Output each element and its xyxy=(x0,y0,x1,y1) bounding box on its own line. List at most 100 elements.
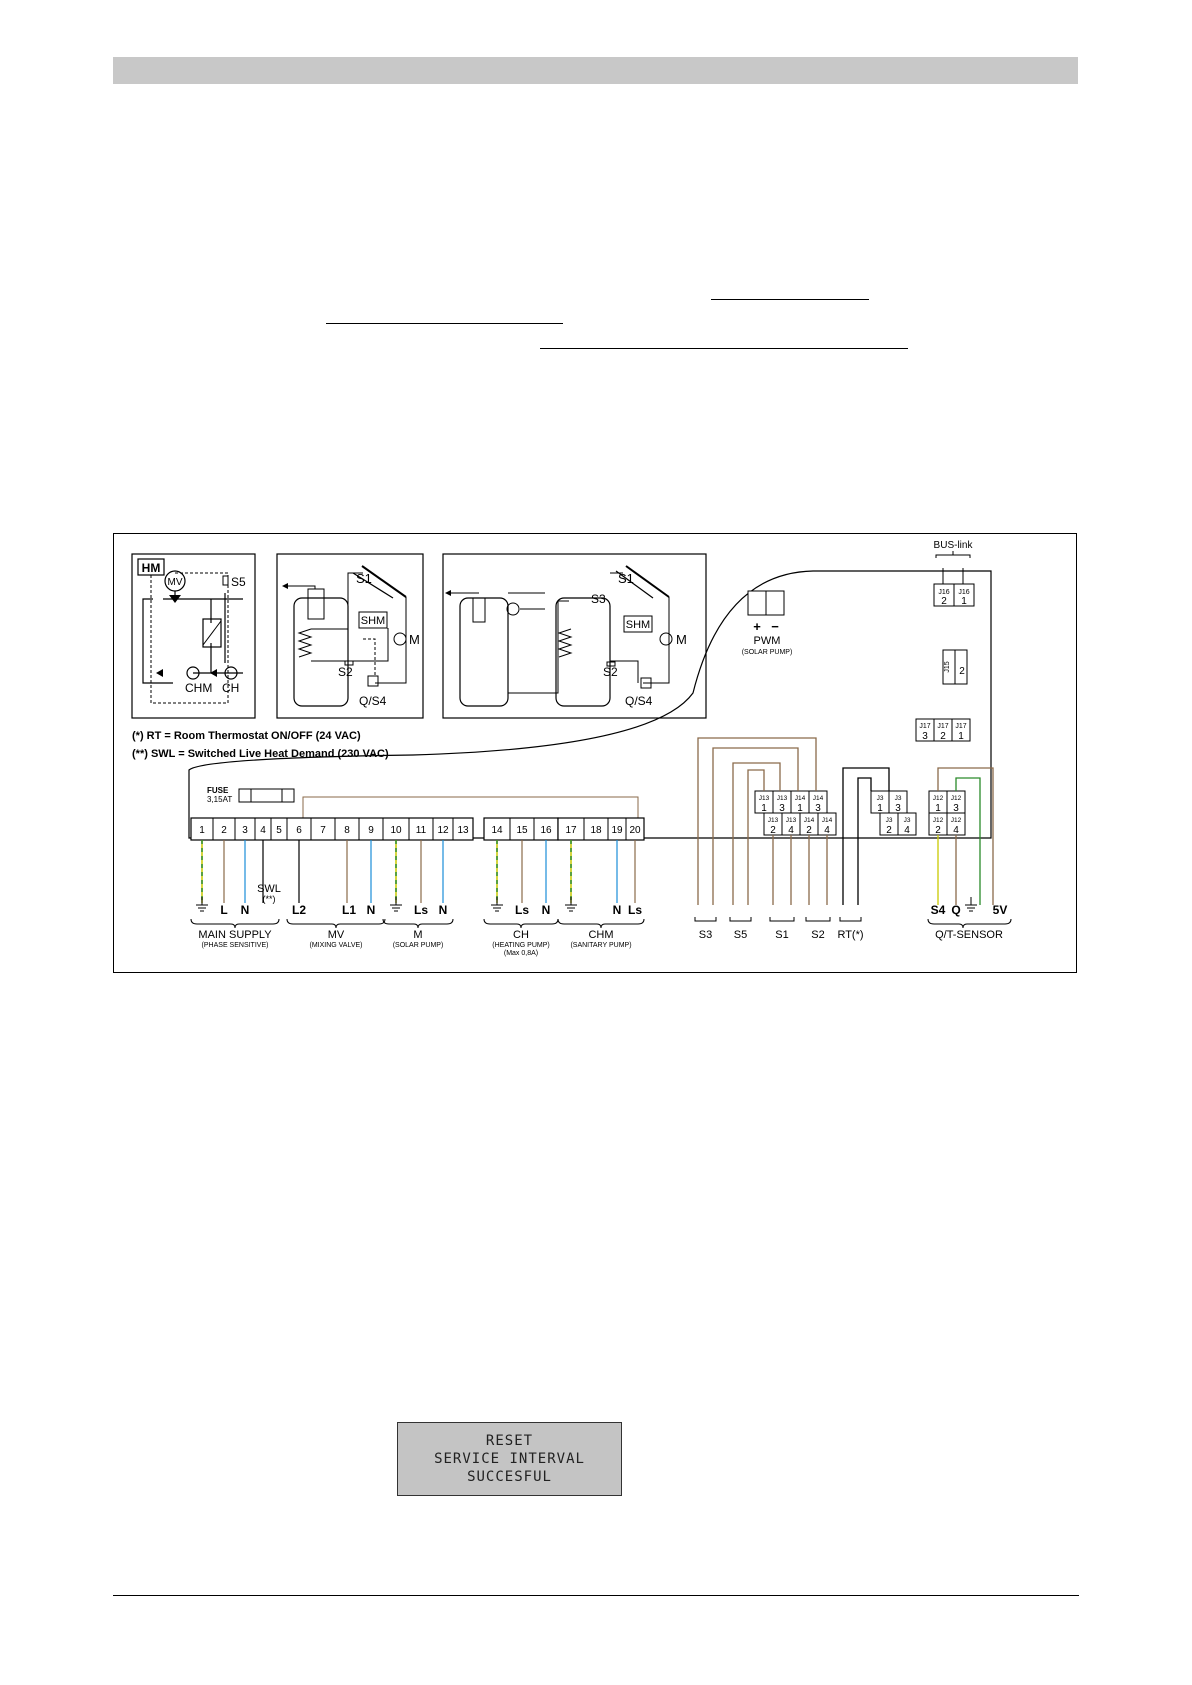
label-l2: L2 xyxy=(292,903,306,917)
connector-j17: J17 J17 J17 3 2 1 xyxy=(915,718,971,742)
schematic-hm-panel: HM MV S5 CHM CH xyxy=(131,553,256,719)
pin-number: 4 xyxy=(824,825,830,836)
terminal-number: 5 xyxy=(276,825,282,836)
pin-name: J12 xyxy=(951,817,962,824)
j17-pin: 1 xyxy=(958,731,964,742)
group-label: CHM xyxy=(588,929,613,941)
terminal-number: 7 xyxy=(320,825,326,836)
pin-number: 3 xyxy=(953,803,959,814)
sensor-label: RT(*) xyxy=(837,929,863,941)
note-swl: (**) SWL = Switched Live Heat Demand (23… xyxy=(132,748,389,760)
group-label: MAIN SUPPLY xyxy=(198,929,272,941)
pin-name: J14 xyxy=(813,795,824,802)
sensor-label-qt: Q/T-SENSOR xyxy=(935,929,1003,941)
sensor-label: S5 xyxy=(734,929,747,941)
qs4-label-2: Q/S4 xyxy=(625,694,653,708)
lcd-line-1: RESET xyxy=(485,1433,534,1449)
label-n: N xyxy=(439,903,448,917)
pwm-minus: − xyxy=(771,619,779,634)
pin-number: 2 xyxy=(886,825,892,836)
pin-name: J3 xyxy=(904,817,911,824)
j16-name: J16 xyxy=(938,589,949,596)
s2-label: S2 xyxy=(338,665,353,679)
pin-name: J13 xyxy=(777,795,788,802)
s1-label-2: S1 xyxy=(618,571,634,586)
pin-number: 1 xyxy=(797,803,803,814)
j16-pin: 2 xyxy=(941,596,947,607)
j16-pin: 1 xyxy=(961,596,967,607)
pin-number: 3 xyxy=(779,803,785,814)
terminal-number: 2 xyxy=(221,825,227,836)
label-s4: S4 xyxy=(931,903,946,917)
j17-pin: 3 xyxy=(922,731,928,742)
pin-number: 2 xyxy=(935,825,941,836)
group-sub2: (Max 0,8A) xyxy=(504,950,538,957)
label-5v: 5V xyxy=(993,903,1008,917)
qs4-label: Q/S4 xyxy=(359,694,387,708)
pin-name: J3 xyxy=(895,795,902,802)
mv-label: MV xyxy=(168,577,183,588)
s2-label-2: S2 xyxy=(603,665,618,679)
terminal-number: 4 xyxy=(260,825,266,836)
j17-pin: 2 xyxy=(940,731,946,742)
pwm-plus: + xyxy=(753,619,761,634)
label-swl-sub: (**) xyxy=(263,894,276,904)
pin-name: J13 xyxy=(786,817,797,824)
terminal-number: 3 xyxy=(242,825,248,836)
j15-pin: 2 xyxy=(959,666,965,677)
label-n: N xyxy=(367,903,376,917)
connector-j3 xyxy=(897,812,917,836)
j17-name: J17 xyxy=(937,723,948,730)
j16-name-2: J16 xyxy=(958,589,969,596)
terminal-number: 20 xyxy=(629,825,641,836)
group-sub: (MIXING VALVE) xyxy=(309,942,362,949)
chm-label: CHM xyxy=(185,681,212,695)
schematic-solar-panel: S1 SHM M S2 Q/S4 xyxy=(276,553,424,719)
pin-name: J12 xyxy=(933,817,944,824)
pin-number: 1 xyxy=(935,803,941,814)
terminal-number: 12 xyxy=(437,825,449,836)
j15-name: J15 xyxy=(944,661,951,672)
terminal-cell xyxy=(452,817,474,841)
m-label-2: M xyxy=(676,632,687,647)
group-sub: (SOLAR PUMP) xyxy=(393,942,444,949)
bus-link-label: BUS-link xyxy=(934,540,974,551)
pin-number: 3 xyxy=(895,803,901,814)
pin-name: J13 xyxy=(759,795,770,802)
label-l: L xyxy=(220,903,227,917)
s5-label: S5 xyxy=(231,575,246,589)
terminal-number: 11 xyxy=(416,825,427,836)
terminal-number: 14 xyxy=(491,825,503,836)
underline xyxy=(326,323,563,324)
sensor-label: S2 xyxy=(811,929,824,941)
terminal-number: 16 xyxy=(540,825,552,836)
group-label: CH xyxy=(513,929,529,941)
s3-label: S3 xyxy=(591,592,606,606)
lcd-display: RESET SERVICE INTERVAL SUCCESFUL xyxy=(397,1422,622,1496)
pin-name: J14 xyxy=(804,817,815,824)
j17-name: J17 xyxy=(919,723,930,730)
pin-number: 2 xyxy=(770,825,776,836)
terminal-number: 15 xyxy=(516,825,528,836)
pin-name: J3 xyxy=(886,817,893,824)
pin-number: 2 xyxy=(806,825,812,836)
shm-label: SHM xyxy=(361,615,385,627)
group-label: MV xyxy=(328,929,345,941)
group-sub: (PHASE SENSITIVE) xyxy=(202,942,269,949)
m-label: M xyxy=(409,632,420,647)
s1-label: S1 xyxy=(356,571,372,586)
footer-rule xyxy=(113,1595,1079,1596)
lcd-line-3: SUCCESFUL xyxy=(467,1469,552,1485)
connector-j15: J15 2 xyxy=(942,649,968,685)
pin-number: 1 xyxy=(877,803,883,814)
j17-name: J17 xyxy=(955,723,966,730)
sensor-label: S1 xyxy=(775,929,788,941)
pin-name: J3 xyxy=(877,795,884,802)
terminal-number: 18 xyxy=(590,825,602,836)
pin-number: 1 xyxy=(761,803,767,814)
label-l1: L1 xyxy=(342,903,356,917)
pin-name: J12 xyxy=(951,795,962,802)
pin-name: J14 xyxy=(822,817,833,824)
pin-number: 3 xyxy=(815,803,821,814)
